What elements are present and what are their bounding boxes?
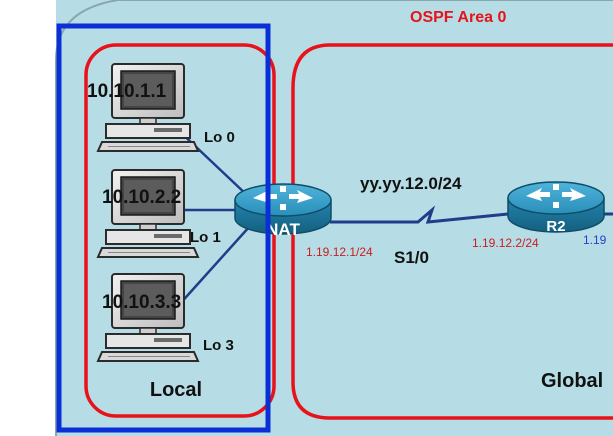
r2-ip-label: 1.19.12.2/24	[472, 236, 539, 250]
local-zone-label: Local	[150, 379, 202, 401]
iface-label-lo3: Lo 3	[203, 337, 234, 354]
router-nat-label: NAT	[266, 220, 300, 239]
router-nat: NAT	[234, 183, 332, 239]
computer-icon	[97, 63, 199, 152]
router-r2-label: R2	[546, 218, 565, 235]
global-zone	[291, 43, 613, 420]
host-ip-label-2: 10.10.2.2	[102, 187, 181, 208]
r2-next-ip-label: 1.19	[583, 233, 607, 247]
host-pc-1	[97, 63, 199, 152]
iface-label-lo0: Lo 0	[204, 129, 235, 146]
link-host1-nat	[175, 127, 249, 197]
router-arrows-icon	[526, 184, 586, 208]
ospf-area-label: OSPF Area 0	[410, 9, 506, 26]
computer-icon	[97, 273, 199, 362]
router-r2: R2	[507, 181, 605, 235]
host-ip-label-1: 10.10.1.1	[87, 81, 167, 102]
network-label: yy.yy.12.0/24	[360, 174, 462, 193]
serial-link	[330, 205, 509, 224]
host-ip-label-3: 10.10.3.3	[102, 292, 181, 313]
link-host3-nat	[177, 225, 251, 307]
router-arrows-icon	[253, 186, 313, 210]
iface-label-lo1: Lo 1	[190, 229, 221, 246]
global-zone-label: Global	[541, 370, 603, 392]
computer-icon	[97, 169, 199, 258]
host-pc-3	[97, 273, 199, 362]
host-pc-2	[97, 169, 199, 258]
nat-ip-label: 1.19.12.1/24	[306, 245, 373, 259]
serial-iface-label: S1/0	[394, 248, 429, 267]
local-highlight-box	[56, 23, 271, 433]
